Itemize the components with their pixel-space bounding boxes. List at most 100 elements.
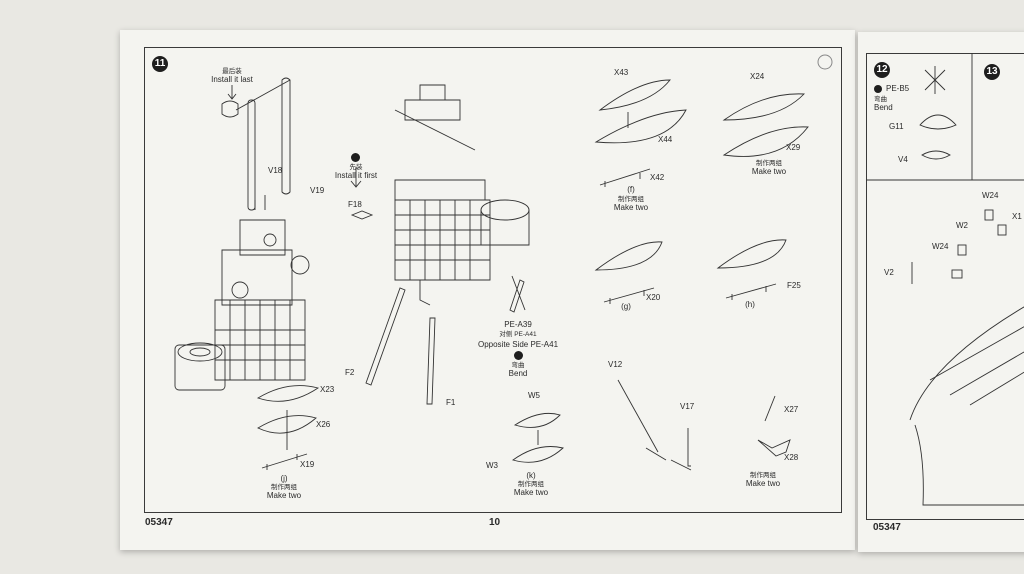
label-g11: G11: [889, 122, 904, 131]
label-x23: X23: [320, 385, 335, 394]
label-x43: X43: [614, 68, 629, 77]
label-f2: F2: [345, 368, 355, 377]
label-x42: X42: [650, 173, 665, 182]
make-two-f: Make two: [613, 203, 649, 212]
part-pe-b5: [924, 66, 946, 94]
right-page: [858, 32, 1024, 552]
boat-x43: [598, 79, 671, 111]
part-v12: [617, 379, 659, 453]
label-v2: V2: [884, 268, 894, 277]
arrow-install-first: [350, 167, 362, 188]
boat-x29: [722, 126, 809, 157]
part-f18: [350, 210, 374, 220]
install-last-cn: 最后装: [222, 68, 242, 75]
cradle-x42: [599, 168, 651, 187]
bend-cn: 弯曲: [511, 362, 525, 369]
label-j: (j): [280, 474, 288, 483]
install-first-icon: [351, 153, 360, 162]
make-two-j: Make two: [266, 491, 302, 500]
boat-h: [716, 239, 787, 269]
mast-v19: [281, 77, 291, 195]
step-11-badge: 11: [152, 56, 168, 72]
make-two-cn-f: 制作两组: [618, 196, 644, 203]
label-v18: V18: [268, 166, 283, 175]
make-two-x: Make two: [745, 479, 781, 488]
mast-top-part: [221, 100, 239, 118]
part-x27: [764, 395, 776, 422]
boat-w3: [511, 446, 564, 463]
tower-center: [394, 84, 530, 306]
label-v17: V17: [680, 402, 695, 411]
label-g: (g): [621, 302, 631, 311]
install-last-label: Install it last: [211, 75, 253, 84]
label-pe-a39: PE-A39: [504, 320, 532, 329]
boat-x26: [257, 410, 317, 450]
label-w24a: W24: [982, 191, 999, 200]
label-k: (k): [526, 471, 536, 480]
part-pe-a39: [509, 279, 525, 313]
part-v17: [687, 428, 691, 467]
opposite-side-cn: 对侧 PE-A41: [499, 331, 537, 338]
label-x20: X20: [646, 293, 661, 302]
label-x19: X19: [300, 460, 315, 469]
label-f1: F1: [446, 398, 456, 407]
label-x24: X24: [750, 72, 765, 81]
label-w3: W3: [486, 461, 498, 470]
opposite-side-label: Opposite Side PE-A41: [477, 340, 559, 349]
step-11-frame: [144, 47, 842, 513]
label-x26: X26: [316, 420, 331, 429]
make-two-cn-k: 制作两组: [518, 481, 544, 488]
bend-cn-right: 弯曲: [874, 96, 887, 103]
mast-wire: [235, 79, 291, 111]
install-first-label: Install it first: [334, 171, 378, 180]
boat-w5: [513, 412, 561, 428]
cradle-x19: [261, 453, 308, 470]
boat-x24: [722, 93, 806, 121]
product-code-left: 05347: [145, 517, 173, 528]
label-f18: F18: [348, 200, 362, 209]
label-v12: V12: [608, 360, 623, 369]
left-page: [120, 30, 855, 550]
hull-line: [909, 306, 1024, 421]
label-f: (f): [627, 185, 635, 194]
bend-label-right: Bend: [874, 103, 893, 112]
label-w2: W2: [956, 221, 968, 230]
label-v4: V4: [898, 155, 908, 164]
label-v19: V19: [310, 186, 325, 195]
label-w24b: W24: [932, 242, 949, 251]
make-two-cn-x: 制作两组: [750, 472, 776, 479]
boat-g: [594, 241, 663, 271]
page-number: 10: [489, 517, 501, 528]
step-13-badge: 13: [984, 64, 1000, 80]
label-h: (h): [745, 300, 755, 309]
make-two-k: Make two: [513, 488, 549, 497]
label-x28: X28: [784, 453, 799, 462]
part-v4: [921, 150, 951, 160]
right-frame: [866, 53, 1024, 520]
rod-f2: [365, 287, 406, 386]
bend-icon-right: [874, 85, 882, 93]
label-x27: X27: [784, 405, 799, 414]
mast-v18: [247, 99, 256, 211]
cradle-f25: [725, 283, 777, 300]
boat-x44: [594, 109, 687, 144]
make-two-x29: Make two: [751, 167, 787, 176]
part-x28: [757, 439, 791, 457]
label-x29: X29: [786, 143, 801, 152]
label-f25: F25: [787, 281, 801, 290]
cradle-x20: [603, 287, 655, 304]
label-pe-b5: PE-B5: [886, 84, 910, 93]
arrow-down: [227, 85, 237, 100]
label-x44: X44: [658, 135, 673, 144]
step-12-badge: 12: [874, 62, 890, 78]
superstructure-left: [174, 195, 310, 391]
label-w5: W5: [528, 391, 540, 400]
product-code-right: 05347: [873, 522, 901, 533]
registration-mark: [817, 54, 833, 70]
rod-f1: [426, 317, 436, 405]
make-two-cn-j: 制作两组: [271, 484, 297, 491]
bend-label: Bend: [508, 369, 528, 378]
label-x1: X1: [1012, 212, 1022, 221]
part-g11: [919, 114, 957, 130]
